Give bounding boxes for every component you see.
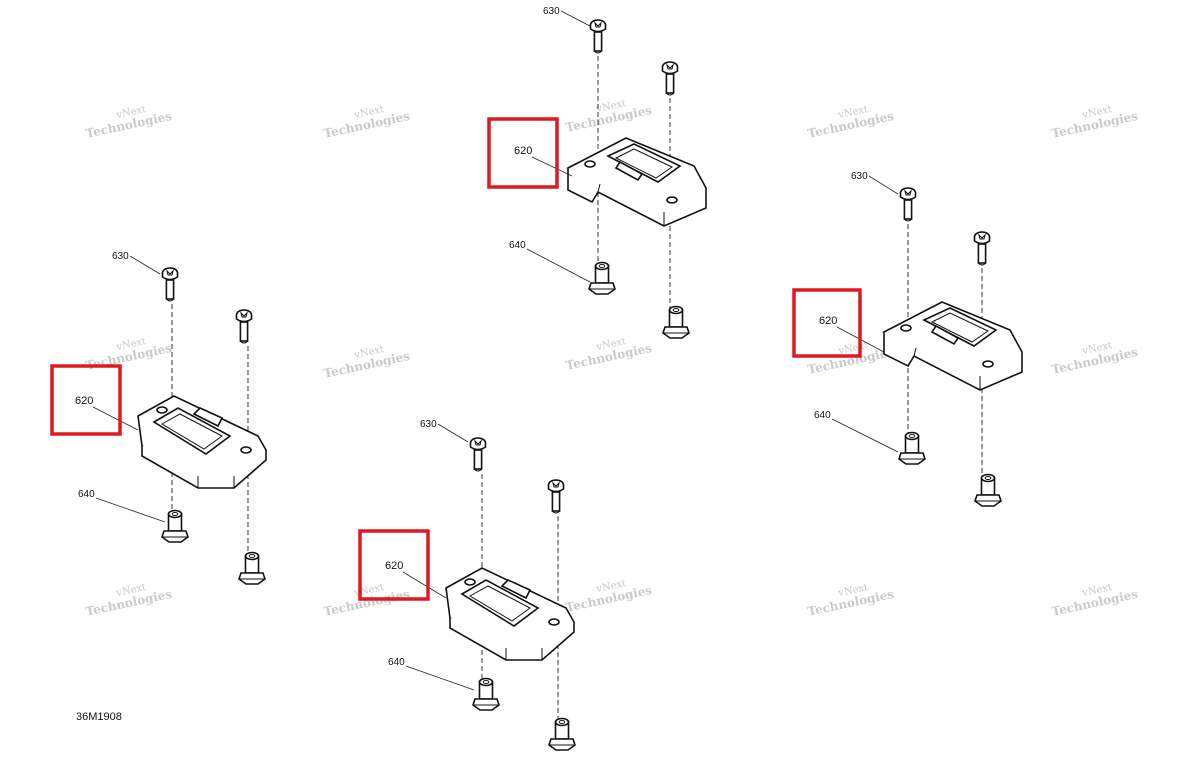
leader-620 [402,571,447,599]
callout-640: 640 [509,240,526,251]
nut-640 [161,509,189,543]
screw-630 [899,187,917,222]
leader-630 [437,423,469,443]
leader-640 [526,248,591,283]
nut [974,473,1002,507]
callout-620: 620 [514,145,532,157]
screw [973,231,991,266]
nut-640 [472,677,500,711]
callout-620: 620 [75,395,93,407]
callout-620: 620 [819,315,837,327]
leader-620 [92,406,139,431]
housing-620 [445,567,576,661]
screw [235,309,253,344]
highlight-box [792,288,862,358]
screw-630 [469,437,487,472]
nut [662,305,690,339]
assembly-1: 630 620 640 [50,251,268,585]
housing-620 [566,137,708,227]
callout-640: 640 [388,657,405,668]
assembly-4: 630 620 640 [358,419,576,751]
housing-620 [882,301,1024,391]
callout-630: 630 [420,419,437,430]
callout-620: 620 [385,560,403,572]
assembly-2: 630 620 640 [487,6,708,339]
callout-640: 640 [814,410,831,421]
assembly-3: 630 620 640 [792,171,1024,507]
housing-620 [137,395,268,489]
nut [238,551,266,585]
nut-640 [588,261,616,295]
screw-630 [589,19,607,54]
leader-630 [560,10,591,27]
leader-640 [95,497,166,523]
callout-630: 630 [112,251,129,262]
leader-640 [831,418,899,453]
callout-630: 630 [851,171,868,182]
screw-630 [161,267,179,302]
leader-630 [129,255,161,275]
screw [547,479,565,514]
screw [661,61,679,96]
highlight-box [358,529,430,601]
nut [548,717,576,751]
callout-630: 630 [543,6,560,17]
leader-640 [405,665,475,691]
highlight-box [487,117,559,189]
callout-640: 640 [78,489,95,500]
highlight-box [50,364,122,436]
figure-id: 36M1908 [76,711,122,723]
leader-630 [868,175,899,195]
assemblies-layer: 630 620 640 630 620 640 630 620 640 630 620 640 [50,6,1024,751]
nut-640 [898,431,926,465]
leader-620 [531,156,573,177]
